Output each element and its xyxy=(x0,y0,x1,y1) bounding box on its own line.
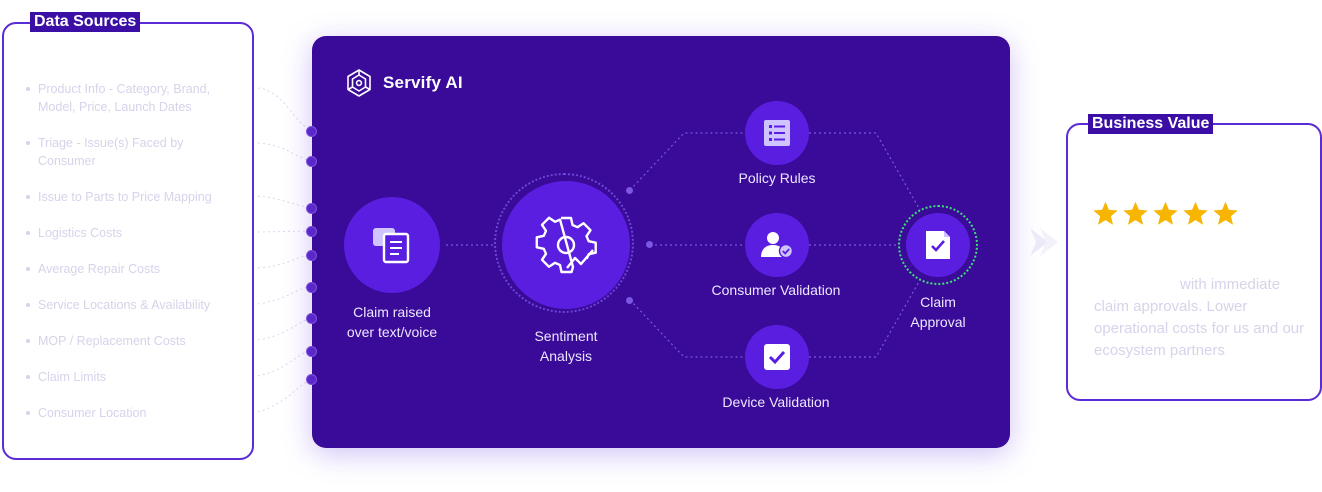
flow-dot xyxy=(626,297,633,304)
chevron-right-icon xyxy=(1030,228,1058,256)
brand-name: Servify AI xyxy=(383,73,463,92)
policy-label: Policy Rules xyxy=(738,170,816,186)
data-source-item-parts-mapping: Issue to Parts to Price Mapping xyxy=(24,188,234,206)
device-label: Device Validation xyxy=(722,394,830,410)
checkbox-icon xyxy=(764,344,790,370)
data-sources-title: Data Sources xyxy=(30,12,141,32)
document-check-icon xyxy=(926,231,950,259)
chat-document-icon xyxy=(373,228,410,264)
data-source-item-claim-limits: Claim Limits xyxy=(24,368,234,386)
star-icon xyxy=(1093,201,1118,225)
sentiment-label: Sentiment Analysis xyxy=(534,328,598,364)
data-source-item-consumer-location: Consumer Location xyxy=(24,404,234,422)
connector-dot xyxy=(306,346,317,357)
data-source-item-replacement-costs: MOP / Replacement Costs xyxy=(24,332,234,350)
user-check-icon xyxy=(761,232,794,259)
device-node xyxy=(745,325,809,389)
servify-ai-brand: Servify AI xyxy=(344,68,463,98)
sentiment-ring xyxy=(494,173,634,313)
approval-label: Claim Approval xyxy=(910,294,966,330)
star-icon xyxy=(1183,201,1208,225)
connector-dot xyxy=(306,313,317,324)
data-source-item-triage: Triage - Issue(s) Faced by Consumer xyxy=(24,134,234,170)
consumer-node xyxy=(745,213,809,277)
connector-dot xyxy=(306,374,317,385)
rating-stars xyxy=(1092,200,1239,227)
claim-label: Claim raised over text/voice xyxy=(346,304,438,340)
star-icon xyxy=(1213,201,1238,225)
claim-node xyxy=(344,197,440,293)
connector-dot xyxy=(306,156,317,167)
approval-node xyxy=(906,213,970,277)
data-source-item-service-locations: Service Locations & Availability xyxy=(24,296,234,314)
business-value-text: with immediate claim approvals. Lower op… xyxy=(1094,276,1305,359)
flow-dot xyxy=(646,241,653,248)
gear-chart-icon xyxy=(535,216,597,274)
connector-dot xyxy=(306,226,317,237)
data-source-item-product-info: Product Info - Category, Brand, Model, P… xyxy=(24,80,234,116)
flow-dot xyxy=(626,187,633,194)
data-sources-panel xyxy=(2,22,254,460)
connector-dot xyxy=(306,282,317,293)
star-icon xyxy=(1153,201,1178,225)
business-value-title: Business Value xyxy=(1088,114,1214,134)
consumer-label: Consumer Validation xyxy=(711,282,841,298)
policy-node xyxy=(745,101,809,165)
connector-dot xyxy=(306,250,317,261)
star-icon xyxy=(1123,201,1148,225)
checklist-icon xyxy=(764,120,790,146)
data-source-item-repair-costs: Average Repair Costs xyxy=(24,260,234,278)
connector-dot xyxy=(306,126,317,137)
connector-dot xyxy=(306,203,317,214)
approval-ring xyxy=(898,205,978,285)
servify-logo-icon xyxy=(347,69,371,97)
business-value-panel xyxy=(1066,123,1322,401)
data-source-item-logistics: Logistics Costs xyxy=(24,224,234,242)
sentiment-node xyxy=(502,181,630,309)
